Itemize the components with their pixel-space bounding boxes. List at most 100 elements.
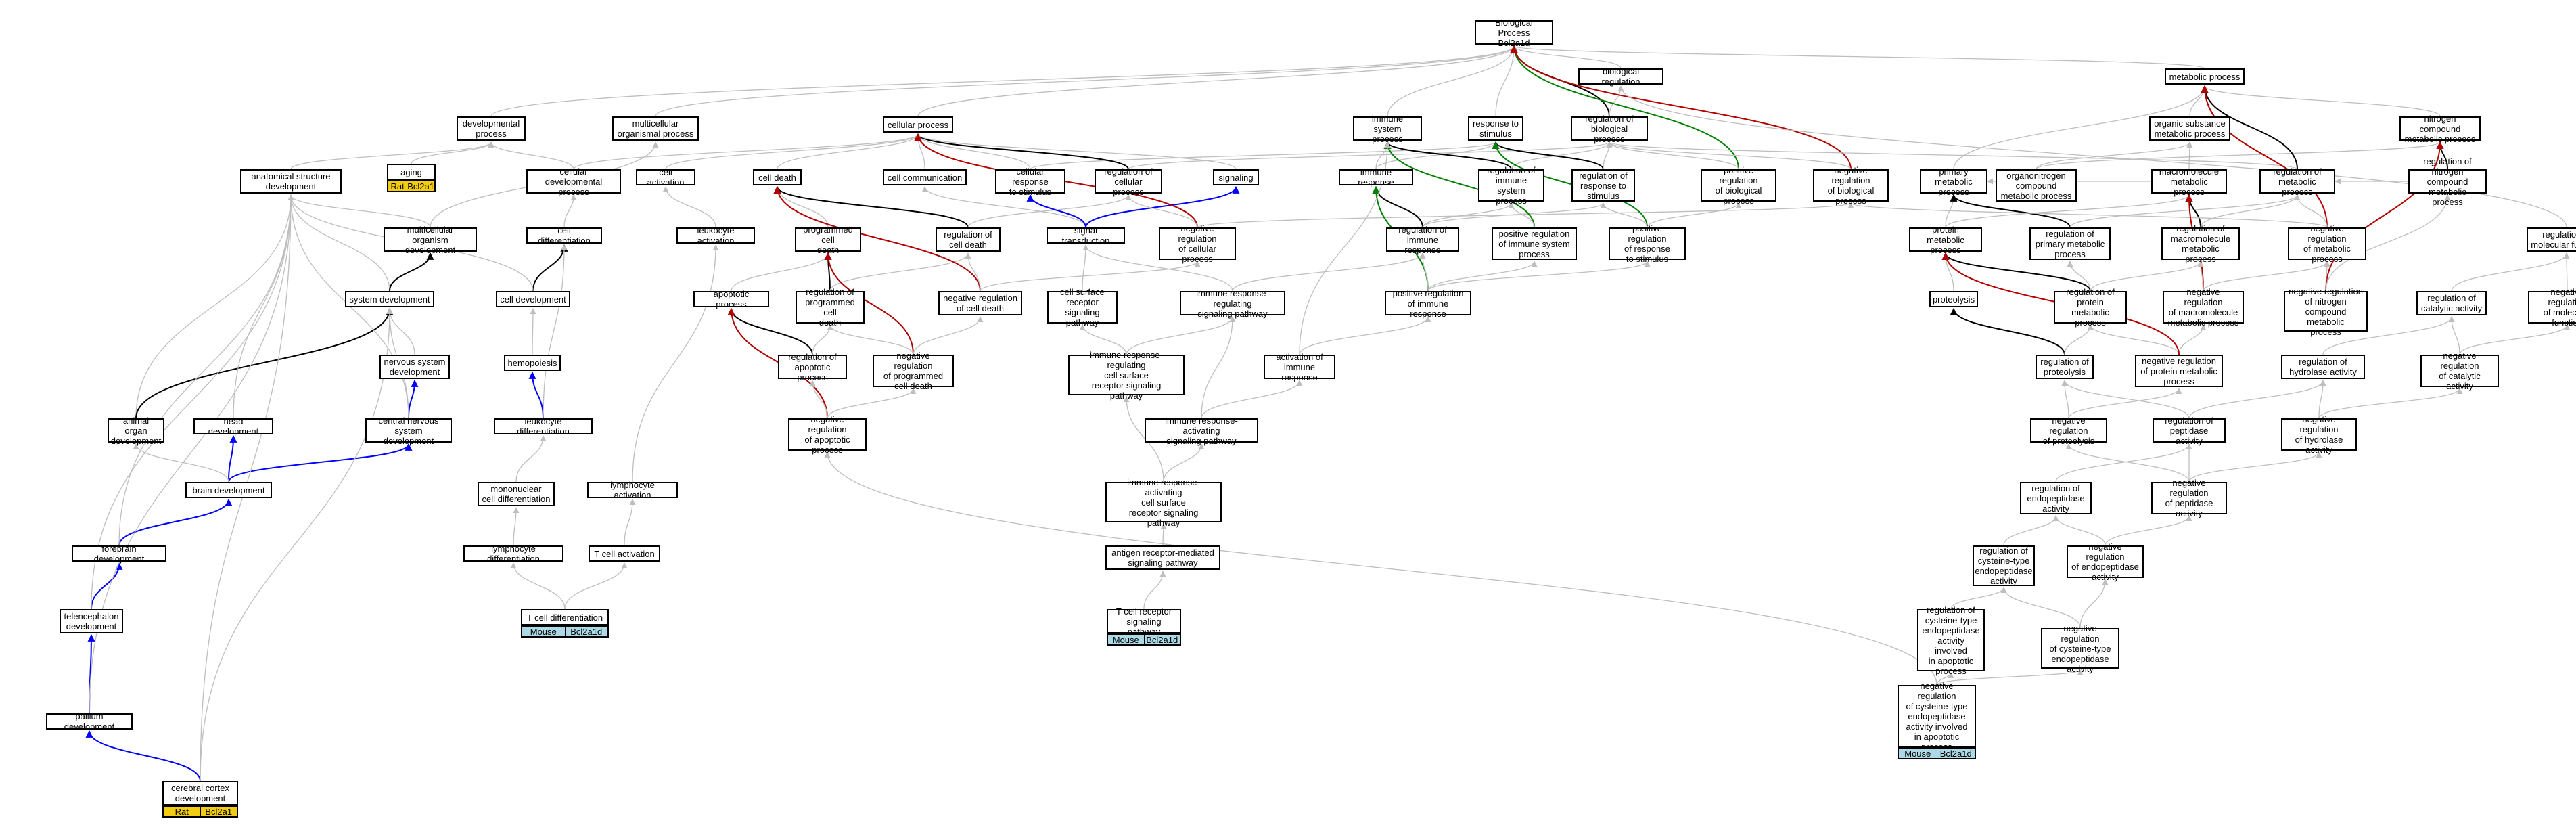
go-term-imras[interactable]: immune response-activating signaling pat…	[1145, 416, 1258, 446]
go-term-regmacro[interactable]: regulation of macromolecule metabolic pr…	[2161, 223, 2240, 264]
go-term-regapop[interactable]: regulation of apoptotic process	[778, 352, 847, 382]
go-term-negregbp[interactable]: negative regulation of biological proces…	[1813, 165, 1889, 206]
go-term-cellact[interactable]: cell activation	[636, 167, 695, 187]
go-term-cns[interactable]: central nervous system development	[365, 416, 452, 446]
edge-regulates-leukdiff-to-hemo	[528, 371, 544, 419]
go-term-negregmet[interactable]: negative regulation of metabolic process	[2288, 223, 2366, 264]
go-term-negregcellp[interactable]: negative regulation of cellular process	[1159, 223, 1236, 264]
go-term-antigen[interactable]: antigen receptor-mediated signaling path…	[1105, 545, 1220, 570]
go-term-regcystapop[interactable]: regulation of cysteine-type endopeptidas…	[1917, 605, 1985, 676]
go-term-orgnit[interactable]: organonitrogen compound metabolic proces…	[1996, 169, 2077, 202]
go-term-negregpep[interactable]: negative regulation of peptidase activit…	[2151, 478, 2227, 518]
go-term-metab[interactable]: metabolic process	[2165, 68, 2245, 85]
go-term-celldeath[interactable]: cell death	[753, 169, 802, 185]
go-term-regcellp[interactable]: regulation of cellular process	[1095, 166, 1162, 197]
go-term-organic[interactable]: organic substance metabolic process	[2149, 116, 2230, 141]
go-term-negregcd[interactable]: negative regulation of cell death	[938, 291, 1022, 315]
go-term-sigtrans[interactable]: signal transduction	[1046, 225, 1125, 246]
go-term-regpep[interactable]: regulation of peptidase activity	[2153, 416, 2226, 446]
go-term-negreghyd[interactable]: negative regulation of hydrolase activit…	[2281, 414, 2357, 455]
go-term-proteolysis[interactable]: proteolysis	[1929, 291, 1978, 307]
go-term-regnit[interactable]: regulation of nitrogen compound metaboli…	[2408, 156, 2487, 207]
go-term-csrsp[interactable]: cell surface receptor signaling pathway	[1047, 287, 1118, 328]
go-term-posregbp[interactable]: positive regulation of biological proces…	[1701, 165, 1776, 206]
go-term-resp[interactable]: response to stimulus	[1468, 116, 1523, 141]
go-term-negregmolf[interactable]: negative regulation of molecular functio…	[2528, 287, 2576, 328]
go-term-imrcs[interactable]: immune response-regulating cell surface …	[1068, 350, 1184, 401]
go-term-forebrain[interactable]: forebrain development	[72, 543, 166, 564]
go-term-hemo[interactable]: hemopoiesis	[504, 355, 561, 371]
go-term-negregmacro[interactable]: negative regulation of macromolecule met…	[2163, 287, 2244, 328]
go-term-regcd[interactable]: regulation of cell death	[936, 227, 1001, 252]
go-term-imrsp[interactable]: immune response-regulating signaling pat…	[1180, 288, 1285, 319]
edge-is-a-posregresp-to-posregbp	[1647, 202, 1742, 228]
go-term-negregapop[interactable]: negative regulation of apoptotic process	[788, 414, 867, 455]
go-term-animal[interactable]: animal organ development	[108, 416, 164, 446]
go-term-imracs[interactable]: immune response-activating cell surface …	[1105, 477, 1222, 528]
go-term-reghyd[interactable]: regulation of hydrolase activity	[2281, 355, 2365, 379]
go-term-cellp[interactable]: cellular process	[883, 116, 953, 133]
go-term-bp[interactable]: Biological Process Bcl2a1d	[1475, 18, 1553, 48]
go-term-tcr[interactable]: T cell receptor signaling pathway	[1107, 606, 1181, 637]
go-term-negregendo[interactable]: negative regulation of endopeptidase act…	[2067, 541, 2144, 582]
go-term-mono[interactable]: mononuclear cell differentiation	[478, 482, 555, 506]
go-term-negregcat[interactable]: negative regulation of catalytic activit…	[2420, 351, 2499, 391]
go-term-regcat[interactable]: regulation of catalytic activity	[2416, 291, 2487, 315]
go-term-signaling[interactable]: signaling	[1213, 169, 1259, 185]
go-term-aging[interactable]: aging	[387, 164, 436, 180]
go-term-anat[interactable]: anatomical structure development	[240, 169, 342, 194]
go-term-breg[interactable]: biological regulation	[1578, 66, 1663, 87]
go-term-brain[interactable]: brain development	[185, 482, 272, 498]
go-term-regbp[interactable]: regulation of biological process	[1571, 114, 1648, 144]
go-term-apop[interactable]: apoptotic process	[693, 289, 769, 309]
go-term-primmet[interactable]: primary metabolic process	[1920, 166, 1987, 197]
go-term-lymdiff[interactable]: lymphocyte differentiation	[463, 543, 564, 564]
go-term-regendo[interactable]: regulation of endopeptidase activity	[2020, 482, 2092, 514]
go-term-negregnit[interactable]: negative regulation of nitrogen compound…	[2284, 286, 2368, 337]
go-term-immresp[interactable]: immune response	[1339, 167, 1413, 187]
go-term-nitro[interactable]: nitrogen compound metabolic process	[2399, 114, 2481, 144]
go-term-negregcystapop[interactable]: negative regulation of cysteine-type end…	[1898, 681, 1976, 752]
go-term-sysdev[interactable]: system development	[345, 291, 434, 307]
go-term-actimm[interactable]: activation of immune response	[1264, 352, 1335, 382]
go-term-tel[interactable]: telencephalon development	[60, 609, 123, 633]
go-term-celldev[interactable]: cell development	[496, 291, 570, 307]
go-term-negregproteo[interactable]: negative regulation of proteolysis	[2030, 416, 2107, 446]
go-term-lymact[interactable]: lymphocyte activation	[587, 480, 678, 500]
go-term-tcelldiff[interactable]: T cell differentiation	[521, 609, 609, 625]
go-term-regmet[interactable]: regulation of metabolic process	[2259, 166, 2335, 197]
go-term-regprotmet[interactable]: regulation of protein metabolic process	[2054, 287, 2127, 328]
go-term-cellresp[interactable]: cellular response to stimulus	[995, 166, 1065, 197]
go-term-posregresp[interactable]: positive regulation of response to stimu…	[1609, 223, 1686, 264]
go-term-nsdev[interactable]: nervous system development	[380, 355, 450, 379]
go-term-regcyst[interactable]: regulation of cysteine-type endopeptidas…	[1973, 545, 2035, 586]
go-term-tcellact[interactable]: T cell activation	[589, 545, 660, 562]
go-term-negregcyst[interactable]: negative regulation of cysteine-type end…	[2041, 623, 2119, 674]
go-term-devp[interactable]: developmental process	[457, 116, 526, 141]
go-term-imsys[interactable]: immune system process	[1353, 114, 1422, 144]
go-term-regprimmet[interactable]: regulation of primary metabolic process	[2029, 227, 2111, 260]
go-term-regresp[interactable]: regulation of response to stimulus	[1571, 169, 1635, 202]
go-term-regpcd[interactable]: regulation of programmed cell death	[796, 287, 865, 328]
go-term-cellcomm[interactable]: cell communication	[883, 169, 967, 185]
go-term-multidev[interactable]: multicellular organism development	[384, 225, 477, 255]
go-term-negregpcd[interactable]: negative regulation of programmed cell d…	[873, 351, 954, 391]
go-term-protmet[interactable]: protein metabolic process	[1909, 225, 1982, 255]
go-term-pallium[interactable]: pallium development	[46, 711, 133, 732]
go-term-celldiff[interactable]: cell differentiation	[526, 225, 602, 246]
go-term-cortex[interactable]: cerebral cortex development	[162, 781, 238, 805]
go-term-regproteo[interactable]: regulation of proteolysis	[2036, 355, 2094, 379]
go-term-celldevp[interactable]: cellular developmental process	[526, 166, 621, 197]
go-term-posregimsys[interactable]: positive regulation of immune system pro…	[1492, 227, 1577, 260]
go-term-leukact[interactable]: leukocyte activation	[676, 225, 755, 246]
go-term-multi[interactable]: multicellular organismal process	[612, 116, 699, 141]
go-term-regimsys[interactable]: regulation of immune system process	[1478, 165, 1544, 206]
go-term-negregprotmet[interactable]: negative regulation of protein metabolic…	[2135, 355, 2223, 387]
go-term-head[interactable]: head development	[193, 416, 273, 437]
go-term-posregimresp[interactable]: positive regulation of immune response	[1385, 288, 1471, 319]
go-term-regimresp[interactable]: regulation of immune response	[1386, 225, 1459, 255]
go-term-pcd[interactable]: programmed cell death	[795, 225, 861, 255]
go-term-leukdiff[interactable]: leukocyte differentiation	[494, 416, 593, 437]
go-term-macro[interactable]: macromolecule metabolic process	[2151, 166, 2227, 197]
